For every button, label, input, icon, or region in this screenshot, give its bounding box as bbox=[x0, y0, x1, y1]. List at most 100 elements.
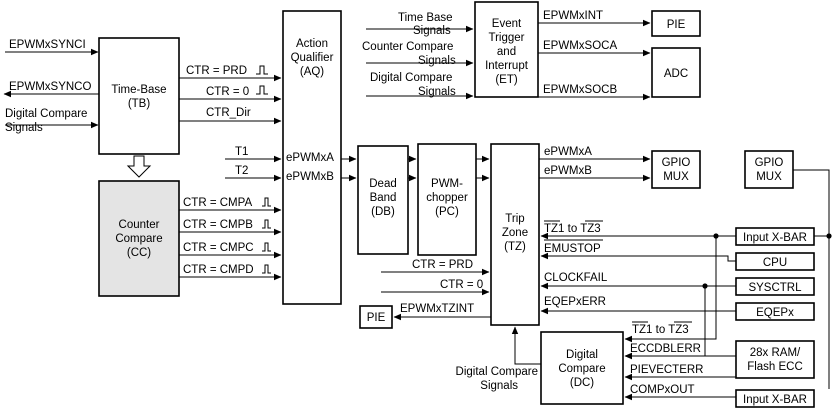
ctr-zero-label: CTR = 0 bbox=[206, 86, 249, 98]
input-xbar-2-label: Input X-BAR bbox=[743, 394, 807, 406]
trip-zone-title-1: Trip bbox=[505, 213, 524, 225]
action-qualifier-title-2: Qualifier bbox=[291, 52, 334, 64]
event-trigger-block bbox=[474, 1, 539, 98]
eqepxerr-label: EQEPxERR bbox=[544, 296, 606, 308]
dead-band-abbrev: (DB) bbox=[371, 206, 395, 218]
tb-to-cc-hollow-arrow bbox=[126, 155, 152, 178]
pie-top-label: PIE bbox=[667, 19, 686, 31]
ram-flash-line-2: Flash ECC bbox=[747, 361, 803, 373]
pie-block-top bbox=[651, 10, 701, 37]
counter-compare-title-2: Compare bbox=[115, 233, 162, 245]
ctr-cmpc-label: CTR = CMPC bbox=[183, 242, 254, 254]
gpio-mux-block-1 bbox=[651, 150, 701, 189]
gpio-mux-2-line-1: GPIO bbox=[755, 157, 784, 169]
time-base-title: Time-Base bbox=[111, 84, 166, 96]
epwmxtzint-label: EPWMxTZINT bbox=[400, 303, 474, 315]
counter-compare-title-1: Counter bbox=[119, 219, 160, 231]
eccdblerr-label: ECCDBLERR bbox=[630, 343, 701, 355]
counter-compare-signals-label-2: Signals bbox=[418, 55, 456, 67]
emustop-label: EMUSTOP bbox=[544, 243, 601, 255]
ctr-cmpb-pulse-icon bbox=[262, 219, 271, 229]
compxout-label: COMPxOUT bbox=[630, 384, 695, 396]
gpio-mux-2-line-2: MUX bbox=[756, 171, 782, 183]
ctr-cmpa-pulse-icon bbox=[262, 197, 271, 207]
digital-compare-title-1: Digital bbox=[566, 349, 598, 361]
counter-compare-abbrev: (CC) bbox=[127, 247, 151, 259]
action-qualifier-block bbox=[282, 10, 342, 305]
adc-block bbox=[651, 47, 701, 98]
ram-flash-line-1: 28x RAM/ bbox=[750, 347, 801, 359]
action-qualifier-title-1: Action bbox=[296, 38, 328, 50]
time-base-abbrev: (TB) bbox=[128, 98, 151, 110]
epwmxb-out-label: ePWMxB bbox=[544, 165, 592, 177]
event-trigger-title-2: Trigger bbox=[489, 32, 525, 44]
pwm-chopper-title-1: PWM- bbox=[431, 178, 463, 190]
dc-signals-bottom-label-1: Digital Compare bbox=[456, 366, 538, 378]
t1-label: T1 bbox=[235, 146, 248, 158]
sysctrl-label: SYSCTRL bbox=[748, 282, 802, 294]
gpio-mux-right-line bbox=[793, 169, 830, 389]
pie-bottom-label: PIE bbox=[367, 312, 386, 324]
event-trigger-title-4: Interrupt bbox=[485, 60, 529, 72]
dead-band-title-1: Dead bbox=[369, 178, 397, 190]
gpio-mux-1-line-2: MUX bbox=[663, 171, 689, 183]
digital-compare-signals-label-1: Digital Compare bbox=[370, 72, 452, 84]
dead-band-block bbox=[357, 145, 409, 255]
event-trigger-abbrev: (ET) bbox=[495, 74, 518, 86]
ctr-prd-pulse-icon bbox=[256, 65, 268, 75]
time-base-signals-label-1: Time Base bbox=[398, 12, 453, 24]
epwmxa-out-label: ePWMxA bbox=[544, 146, 592, 158]
cpu-label: CPU bbox=[763, 257, 787, 269]
trip-zone-abbrev: (TZ) bbox=[504, 241, 526, 253]
trip-zone-block bbox=[490, 143, 540, 326]
pwm-chopper-abbrev: (PC) bbox=[435, 206, 459, 218]
input-xbar-1-label: Input X-BAR bbox=[743, 232, 807, 244]
action-qualifier-abbrev: (AQ) bbox=[300, 66, 324, 78]
clockfail-label: CLOCKFAIL bbox=[544, 272, 608, 284]
dead-band-title-2: Band bbox=[370, 192, 397, 204]
input-xbar-block-2 bbox=[735, 389, 815, 408]
digital-compare-abbrev: (DC) bbox=[570, 377, 594, 389]
ctr-zero-pulse-icon bbox=[256, 85, 268, 95]
eqep-label: EQEPx bbox=[756, 307, 794, 319]
adc-label: ADC bbox=[664, 68, 688, 80]
epwmxint-label: EPWMxINT bbox=[543, 10, 603, 22]
dc-signals-tb-label-2: Signals bbox=[5, 122, 43, 134]
epwmxsoca-label: EPWMxSOCA bbox=[543, 40, 617, 52]
event-trigger-title-3: and bbox=[497, 46, 516, 58]
t2-label: T2 bbox=[235, 165, 248, 177]
pwm-chopper-title-2: chopper bbox=[426, 192, 468, 204]
counter-compare-signals-label-1: Counter Compare bbox=[362, 41, 453, 53]
epwmxsocb-label: EPWMxSOCB bbox=[543, 84, 617, 96]
tz1-tz3-dc-label: TZ1 to TZ3 bbox=[632, 324, 689, 336]
dc-signals-bottom-label-2: Signals bbox=[480, 380, 518, 392]
pie-block-bottom bbox=[359, 305, 393, 329]
ctr-dir-label: CTR_Dir bbox=[206, 107, 251, 119]
gpio-mux-1-line-1: GPIO bbox=[662, 157, 691, 169]
pievecterr-label: PIEVECTERR bbox=[630, 364, 704, 376]
junction-dot-sysctrl bbox=[702, 283, 708, 289]
tz1-tz3-dc-arrow bbox=[624, 236, 717, 343]
counter-compare-block bbox=[98, 180, 180, 297]
ctr-cmpd-pulse-icon bbox=[262, 264, 271, 274]
aq-epwmxa-port: ePWMxA bbox=[286, 152, 334, 164]
emustop-arrow bbox=[540, 252, 736, 262]
trip-zone-title-2: Zone bbox=[502, 227, 528, 239]
ctr-cmpb-label: CTR = CMPB bbox=[183, 219, 253, 231]
dc-signals-tb-label-1: Digital Compare bbox=[5, 108, 87, 120]
aq-epwmxb-port: ePWMxB bbox=[286, 171, 334, 183]
tz1-tz3-label: TZ1 to TZ3 bbox=[544, 223, 601, 235]
ctr-prd-tz-label: CTR = PRD bbox=[412, 259, 473, 271]
junction-dot-tz bbox=[713, 233, 719, 239]
ctr-cmpd-label: CTR = CMPD bbox=[183, 264, 254, 276]
event-trigger-title-1: Event bbox=[492, 18, 522, 30]
ctr-prd-label: CTR = PRD bbox=[186, 65, 247, 77]
junction-dot-xbar bbox=[826, 233, 832, 239]
pwm-chopper-block bbox=[417, 143, 477, 256]
epwmxsynci-label: EPWMxSYNCI bbox=[9, 39, 86, 51]
digital-compare-signals-label-2: Signals bbox=[418, 86, 456, 98]
ctr-cmpa-label: CTR = CMPA bbox=[183, 197, 252, 209]
time-base-signals-label-2: Signals bbox=[413, 25, 451, 37]
digital-compare-title-2: Compare bbox=[558, 363, 605, 375]
